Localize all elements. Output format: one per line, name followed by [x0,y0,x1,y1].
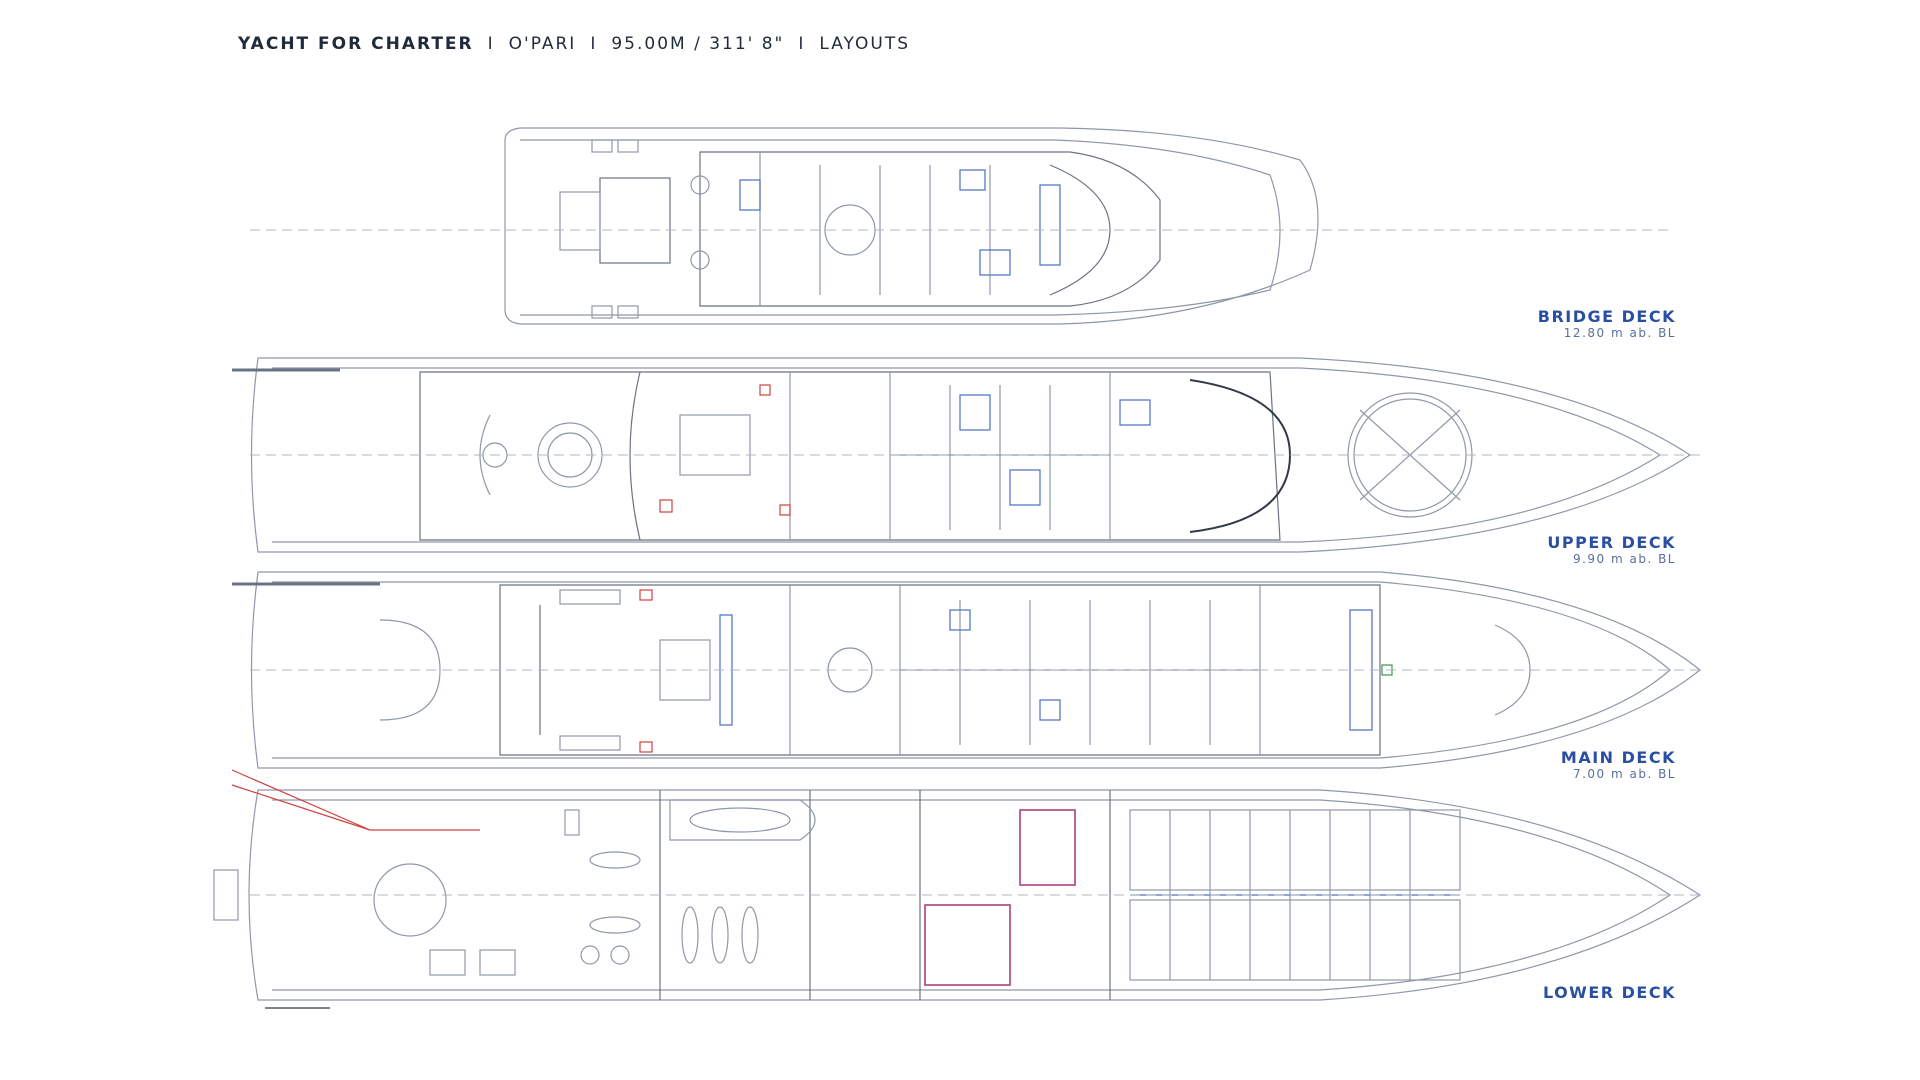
deck-name: LOWER DECK [1542,983,1676,1002]
lower-deck-plan [213,769,1702,1009]
deck-name: BRIDGE DECK [1537,307,1676,326]
centerlines [250,229,1700,896]
page-header: YACHT FOR CHARTER I O'PARI I 95.00M / 311' 8… [238,34,910,54]
deck-label-lower: LOWER DECK [1543,983,1676,1002]
deck-label-main: MAIN DECK 7.00 m ab. BL [1561,748,1676,781]
header-length: 95.00M / 311' 8" [611,34,785,54]
main-deck-plan [232,571,1701,769]
bridge-deck-plan [504,127,1319,325]
deck-height: 7.00 m ab. BL [1572,767,1676,781]
deck-label-bridge: BRIDGE DECK 12.80 m ab. BL [1538,307,1676,340]
header-separator: I [798,34,806,54]
deck-name: UPPER DECK [1547,533,1676,552]
deck-height: 12.80 m ab. BL [1563,326,1676,340]
deck-label-upper: UPPER DECK 9.90 m ab. BL [1547,533,1676,566]
header-section: LAYOUTS [819,34,911,54]
deck-height: 9.90 m ab. BL [1572,552,1676,566]
header-separator: I [590,34,598,54]
upper-deck-plan [232,357,1692,553]
header-separator: I [487,34,495,54]
header-title: YACHT FOR CHARTER [238,34,474,54]
deck-name: MAIN DECK [1560,748,1676,767]
header-yacht-name: O'PARI [508,34,577,54]
